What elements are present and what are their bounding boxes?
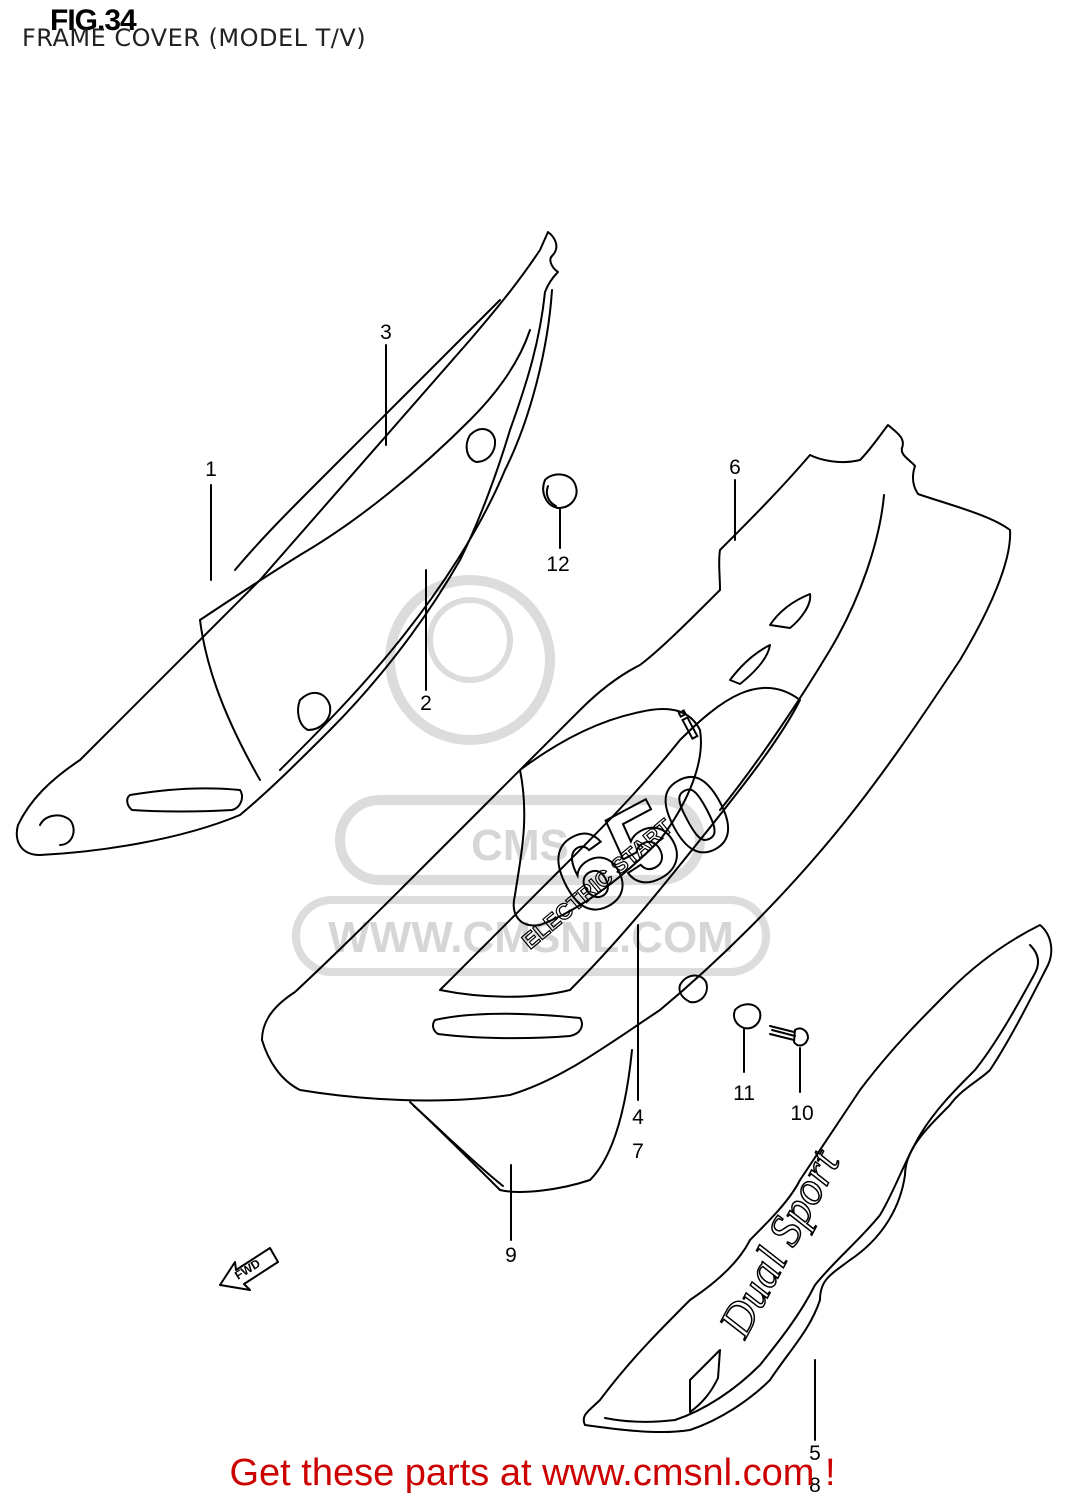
callout-3: 3 xyxy=(380,321,392,344)
part-1-frame-cover-left xyxy=(15,231,559,856)
callout-8: 8 xyxy=(809,1474,821,1497)
callout-4-7-dot: · xyxy=(635,1086,642,1109)
callout-12: 12 xyxy=(546,553,569,576)
decal-dual-sport-text: Dual Sport xyxy=(708,1140,849,1345)
callout-11: 11 xyxy=(733,1082,755,1105)
callout-1: 1 xyxy=(205,458,217,481)
part-11-washer xyxy=(733,1003,762,1073)
watermark-url: WWW.CMSNL.COM xyxy=(328,913,734,962)
figure-title: FRAME COVER (MODEL T/V) xyxy=(22,24,367,52)
callout-2: 2 xyxy=(420,692,432,715)
callout-7: 7 xyxy=(632,1140,644,1163)
decal-650 xyxy=(512,708,702,927)
part-5-dual-sport-decal xyxy=(582,924,1053,1441)
callout-6: 6 xyxy=(729,456,741,479)
part-12-grommet xyxy=(542,473,578,549)
part-6-frame-cover-right xyxy=(261,424,1012,1102)
callout-4: 4 xyxy=(632,1106,644,1129)
part-10-screw xyxy=(769,1025,809,1093)
figure-number: FIG.34 xyxy=(50,4,137,37)
callout-10: 10 xyxy=(790,1102,813,1125)
fwd-arrow-icon xyxy=(219,1247,279,1291)
callout-5: 5 xyxy=(809,1442,821,1465)
part-9-inner-panel xyxy=(409,1049,633,1241)
callout-9: 9 xyxy=(505,1244,517,1267)
footer-promo-link[interactable]: Get these parts at www.cmsnl.com ! xyxy=(229,1452,836,1494)
